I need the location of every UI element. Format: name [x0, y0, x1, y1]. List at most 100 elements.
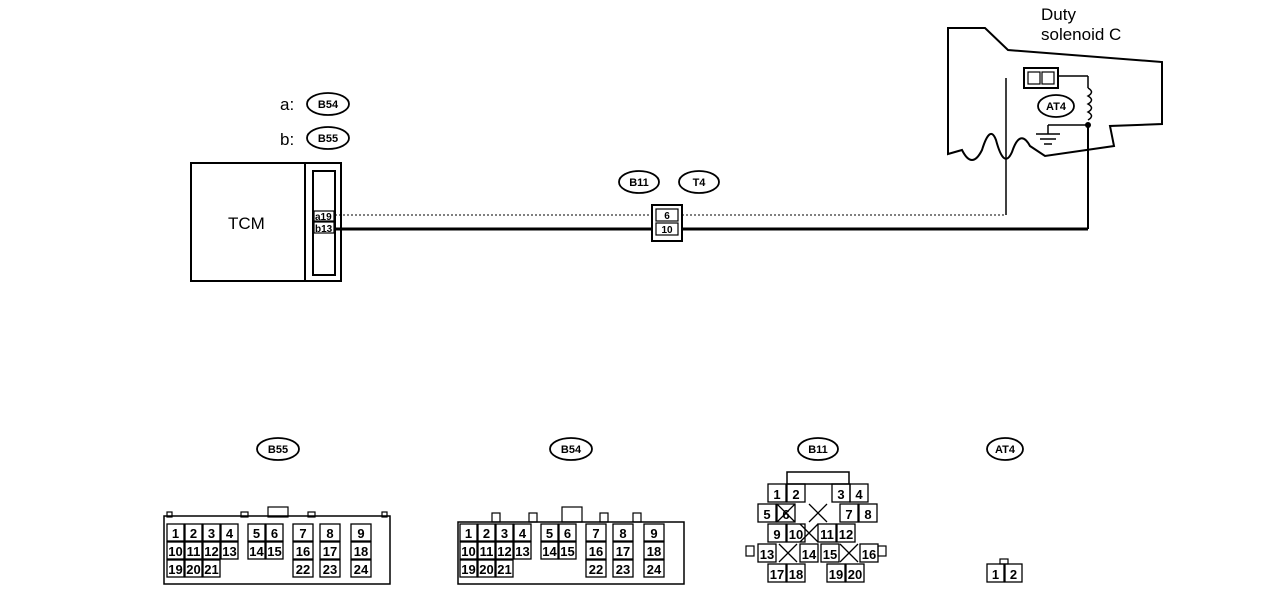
- svg-text:B55: B55: [268, 444, 288, 456]
- b55-pin-8: 8: [326, 526, 333, 541]
- b54-pin-7: 7: [592, 526, 599, 541]
- b11-pin-15: 15: [823, 547, 837, 562]
- tcm-label: TCM: [228, 214, 265, 233]
- b54-pin-19: 19: [461, 562, 475, 577]
- b54-pin-11-cell: [477, 541, 496, 560]
- b54-pin-21: 21: [497, 562, 511, 577]
- b55-pin-20: 20: [186, 562, 200, 577]
- svg-text:T4: T4: [693, 177, 707, 189]
- b11-pin-3: 3: [837, 487, 844, 502]
- b11-pin-18-cell: [786, 563, 806, 583]
- tag-t4-top: T4: [678, 170, 720, 194]
- b55-pin-20-cell: [184, 559, 203, 578]
- b54-pin-14: 14: [542, 544, 557, 559]
- b55-pin-22: 22: [296, 562, 310, 577]
- b11-empty-cavity: [799, 523, 819, 543]
- tag-b55-bottom: B55: [256, 437, 300, 461]
- b55-pin-21: 21: [204, 562, 218, 577]
- svg-text:B11: B11: [808, 444, 828, 456]
- tag-b11-bottom: B11: [797, 437, 839, 461]
- b55-pin-21-cell: [202, 559, 221, 578]
- b54-pin-8: 8: [619, 526, 626, 541]
- b55-pin-4-cell: [220, 523, 239, 542]
- b55-pin-14: 14: [249, 544, 264, 559]
- svg-text:6: 6: [664, 211, 670, 222]
- b55-pin-24: 24: [354, 562, 369, 577]
- b54-pin-15: 15: [560, 544, 574, 559]
- b54-pin-1-cell: [459, 523, 478, 542]
- b11-pin-16-cell: [859, 543, 879, 563]
- b11-empty-cavity: [808, 503, 828, 523]
- b54-pin-6: 6: [564, 526, 571, 541]
- b54-pin-14-cell: [540, 541, 559, 560]
- b54-pin-24: 24: [647, 562, 662, 577]
- b11-pin-10-cell: [786, 523, 806, 543]
- at4-pin-2-cell: [1004, 563, 1023, 583]
- b11-pin-20-cell: [845, 563, 865, 583]
- svg-text:B55: B55: [318, 133, 338, 145]
- b55-pin-10: 10: [168, 544, 182, 559]
- b54-pin-16: 16: [589, 544, 603, 559]
- b55-pin-18-cell: [350, 541, 372, 560]
- b55-pin-5: 5: [253, 526, 260, 541]
- b11-pin-6-cell: [776, 503, 796, 523]
- b55-pin-23-cell: [319, 559, 341, 578]
- b11-pin-9-cell: [767, 523, 787, 543]
- tag-at4-top: AT4: [1046, 101, 1067, 113]
- tag-b11-top: B11: [618, 170, 660, 194]
- wire-lower: [335, 125, 1089, 231]
- b55-pin-10-cell: [166, 541, 185, 560]
- b55-pin-3-cell: [202, 523, 221, 542]
- b11-pin-13: 13: [760, 547, 774, 562]
- b54-pin-18: 18: [647, 544, 661, 559]
- svg-text:B54: B54: [561, 444, 582, 456]
- b11-pin-10: 10: [789, 527, 803, 542]
- b11-pin-1: 1: [773, 487, 780, 502]
- b11-pin-9: 9: [773, 527, 780, 542]
- b55-pin-2: 2: [190, 526, 197, 541]
- b55-pin-6-cell: [265, 523, 284, 542]
- b55-pin-19: 19: [168, 562, 182, 577]
- at4-pin-2: 2: [1010, 567, 1017, 582]
- b55-pin-22-cell: [292, 559, 314, 578]
- solenoid-assembly: Duty solenoid C AT4: [947, 5, 1163, 161]
- a-prefix: a:: [280, 95, 294, 114]
- b55-pin-1: 1: [172, 526, 179, 541]
- b54-pin-23: 23: [616, 562, 630, 577]
- b11-pin-4: 4: [855, 487, 863, 502]
- b54-pin-11: 11: [480, 544, 494, 559]
- b54-pin-2: 2: [483, 526, 490, 541]
- b11-pin-14: 14: [802, 547, 817, 562]
- tcm-module: TCM a19 b13: [190, 162, 342, 282]
- b11-pin-11-cell: [817, 523, 837, 543]
- b11-pin-12-cell: [836, 523, 856, 543]
- b54-pin-20: 20: [479, 562, 493, 577]
- b54-pin-5-cell: [540, 523, 559, 542]
- b11-pin-2-cell: [786, 483, 806, 503]
- b55-pin-13: 13: [222, 544, 236, 559]
- tag-b55-top: B55: [306, 126, 350, 150]
- b55-pin-4: 4: [226, 526, 234, 541]
- tag-b54-top: B54: [306, 92, 350, 116]
- svg-text:10: 10: [661, 225, 673, 236]
- b55-pin-19-cell: [166, 559, 185, 578]
- b54-pin-23-cell: [612, 559, 634, 578]
- b55-pin-12: 12: [204, 544, 218, 559]
- b54-pin-17-cell: [612, 541, 634, 560]
- b55-pin-17-cell: [319, 541, 341, 560]
- b55-pin-9-cell: [350, 523, 372, 542]
- b54-pin-9-cell: [643, 523, 665, 542]
- svg-text:B11: B11: [629, 177, 649, 189]
- b54-pin-15-cell: [558, 541, 577, 560]
- tcm-pin-top: a19: [315, 212, 332, 223]
- b55-pin-1-cell: [166, 523, 185, 542]
- b55-pin-3: 3: [208, 526, 215, 541]
- b54-pin-4-cell: [513, 523, 532, 542]
- at4-pin-1-cell: [986, 563, 1005, 583]
- b11-pin-6: 6: [782, 507, 789, 522]
- solenoid-label-line1: Duty: [1041, 5, 1076, 24]
- b55-pin-16: 16: [296, 544, 310, 559]
- b55-pin-11: 11: [187, 544, 201, 559]
